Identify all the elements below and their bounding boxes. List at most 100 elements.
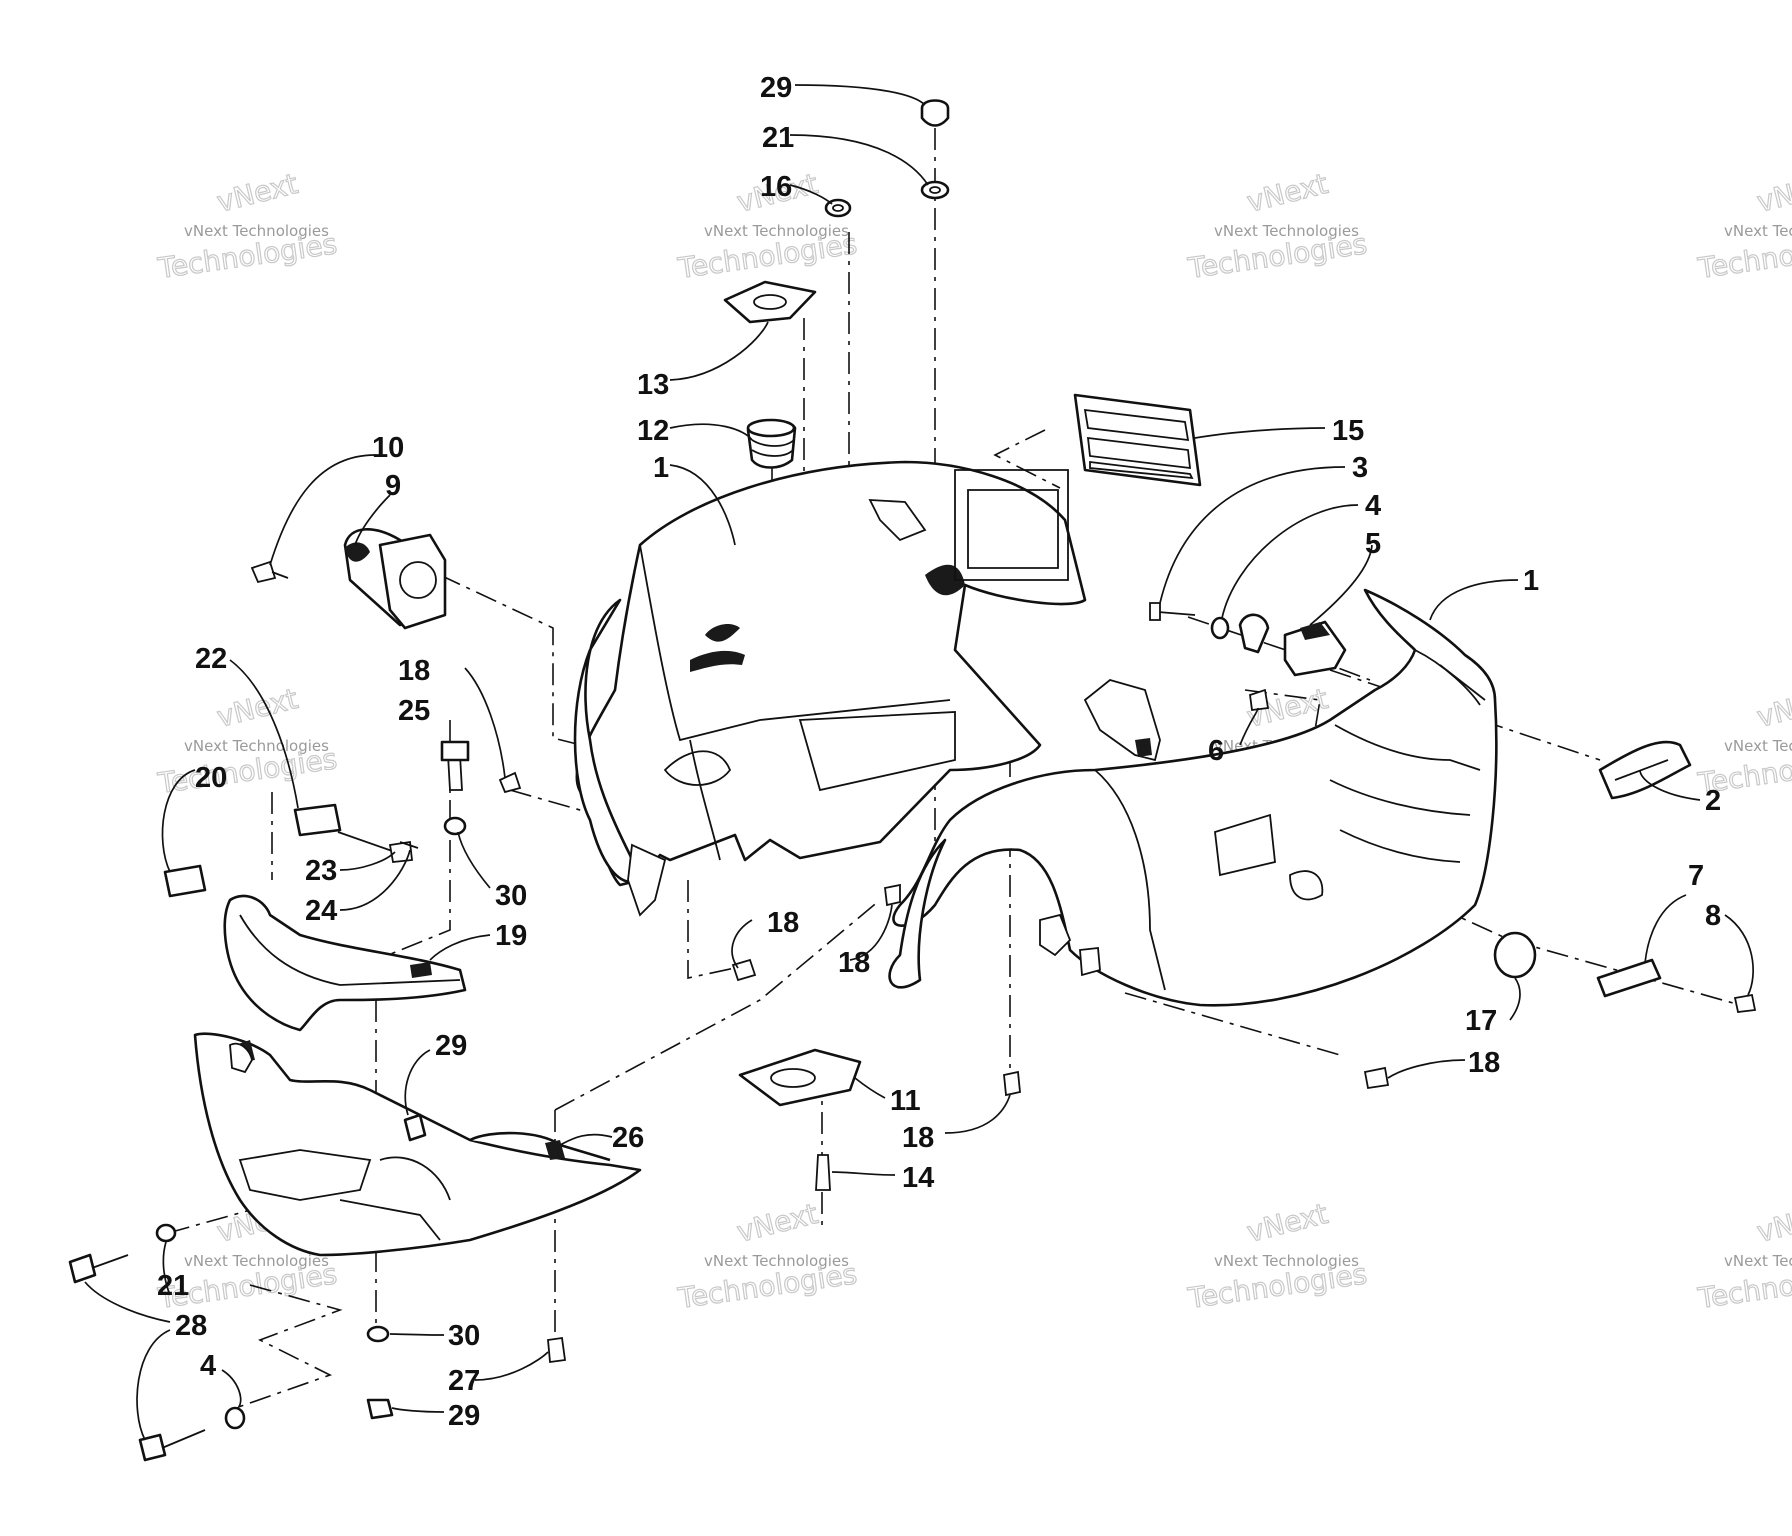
callout-8: 8 bbox=[1705, 900, 1721, 932]
watermark-line1: vNext bbox=[1754, 682, 1792, 734]
callout-21: 21 bbox=[157, 1270, 189, 1302]
watermark-line2: vNext Technologies bbox=[1724, 222, 1792, 240]
skid-26-channel bbox=[238, 1149, 372, 1201]
bolt-28-upper-head bbox=[68, 1253, 97, 1284]
leader-18b bbox=[731, 919, 753, 969]
leader-10 bbox=[269, 454, 376, 566]
washer-16-hole bbox=[832, 204, 844, 212]
axis-2 bbox=[1329, 669, 1601, 761]
callout-20: 20 bbox=[195, 762, 227, 794]
leader-26 bbox=[559, 1133, 613, 1146]
bottom-hardware bbox=[68, 1113, 567, 1462]
screw-27 bbox=[547, 1336, 567, 1364]
vent-louver bbox=[1086, 436, 1192, 470]
axis-zigzag bbox=[229, 1284, 343, 1411]
callout-18: 18 bbox=[1468, 1047, 1500, 1079]
housing-9-flange bbox=[378, 533, 447, 630]
emblem-2 bbox=[1598, 740, 1692, 800]
watermark: vNext vNext Technologies Technologies bbox=[1695, 1196, 1792, 1315]
top-hardware bbox=[824, 99, 950, 218]
part-17-cap bbox=[1493, 931, 1537, 979]
callout-30: 30 bbox=[495, 880, 527, 912]
fender-clip bbox=[1079, 947, 1101, 977]
screw-8 bbox=[1733, 993, 1757, 1013]
watermark: vNext vNext Technologies Technologies bbox=[675, 166, 860, 285]
belly-pan-recess bbox=[798, 711, 956, 792]
screw-18 bbox=[731, 958, 757, 982]
screw-18 bbox=[1363, 1066, 1390, 1090]
watermark: vNext vNext Technologies Technologies bbox=[1185, 1196, 1370, 1315]
watermark: vNext vNext Technologies Technologies bbox=[675, 1196, 860, 1315]
bolt-28-lower-shank bbox=[161, 1429, 206, 1449]
washer-4 bbox=[1210, 616, 1230, 640]
nose-pan-crease bbox=[1329, 779, 1471, 816]
watermark-line2: vNext Technologies bbox=[1214, 222, 1359, 240]
part-26-lower-bracket bbox=[193, 1032, 642, 1257]
plate-13-hole bbox=[753, 294, 787, 310]
pin-14 bbox=[815, 1154, 831, 1191]
leader-lines bbox=[84, 84, 1754, 1441]
left-belly-pan bbox=[573, 460, 1087, 917]
leader-30b bbox=[389, 1333, 445, 1336]
callout-4: 4 bbox=[1365, 490, 1381, 522]
axis-18-bottom bbox=[1124, 992, 1341, 1056]
leader-8 bbox=[1724, 914, 1754, 996]
part-5-switch-body bbox=[1283, 620, 1347, 677]
screw-10-head bbox=[250, 560, 277, 584]
bumper-19-edge bbox=[239, 914, 461, 986]
nut-29-top bbox=[920, 99, 950, 127]
leader-2 bbox=[1639, 769, 1701, 801]
screw-3-shank bbox=[1157, 611, 1196, 616]
part-3-5-switch bbox=[1149, 602, 1347, 677]
leader-1b bbox=[1429, 579, 1519, 621]
part-7-8 bbox=[1596, 958, 1757, 1013]
callout-22: 22 bbox=[195, 643, 227, 675]
boot-11 bbox=[738, 1048, 862, 1107]
watermark-line1: vNext bbox=[214, 167, 301, 219]
screw-3-head bbox=[1149, 602, 1161, 621]
leader-5 bbox=[1309, 544, 1373, 626]
callout-28: 28 bbox=[175, 1310, 207, 1342]
belly-pan-crease bbox=[689, 739, 721, 861]
part-9-housing bbox=[250, 528, 447, 630]
nose-pan-crease bbox=[1339, 829, 1461, 863]
inner-fender-right bbox=[888, 838, 947, 989]
plate-22 bbox=[293, 803, 342, 837]
leader-21a bbox=[789, 134, 929, 186]
callout-29: 29 bbox=[435, 1030, 467, 1062]
callout-1: 1 bbox=[1523, 565, 1539, 597]
screw-18 bbox=[498, 771, 522, 794]
cap-17 bbox=[1493, 931, 1537, 979]
bolt-24 bbox=[399, 841, 419, 849]
axis-30-19 bbox=[375, 720, 451, 961]
belly-pan-vent-opening bbox=[954, 469, 1069, 581]
leader-28-lower bbox=[136, 1329, 171, 1441]
callout-5: 5 bbox=[1365, 528, 1381, 560]
watermark-line1: vNext bbox=[1754, 167, 1792, 219]
callout-16: 16 bbox=[760, 171, 792, 203]
bracket-parts bbox=[163, 803, 419, 898]
belly-pan-socket bbox=[868, 499, 927, 542]
nose-pan-body bbox=[892, 588, 1498, 1007]
washer-30-top bbox=[443, 816, 467, 836]
plate-13 bbox=[723, 280, 817, 324]
callout-3: 3 bbox=[1352, 452, 1368, 484]
part-11-boot bbox=[738, 1048, 862, 1107]
skid-26-body bbox=[193, 1032, 642, 1257]
watermark-line2: vNext Technologies bbox=[1724, 737, 1792, 755]
callout-9: 9 bbox=[385, 470, 401, 502]
housing-9-bore bbox=[399, 561, 437, 599]
leader-7 bbox=[1644, 894, 1687, 964]
leader-3 bbox=[1159, 466, 1346, 604]
watermark-line1: vNext bbox=[1754, 1197, 1792, 1249]
belly-pan-port bbox=[663, 750, 732, 786]
watermark-line2: vNext Technologies bbox=[704, 1252, 849, 1270]
callout-4: 4 bbox=[200, 1350, 216, 1382]
screw-6 bbox=[1249, 688, 1270, 712]
leader-15 bbox=[1194, 427, 1326, 439]
washer-4-bottom bbox=[224, 1406, 246, 1430]
callout-13: 13 bbox=[637, 369, 669, 401]
leader-20 bbox=[161, 769, 196, 873]
part-2-emblem bbox=[1598, 740, 1692, 800]
callout-2: 2 bbox=[1705, 785, 1721, 817]
